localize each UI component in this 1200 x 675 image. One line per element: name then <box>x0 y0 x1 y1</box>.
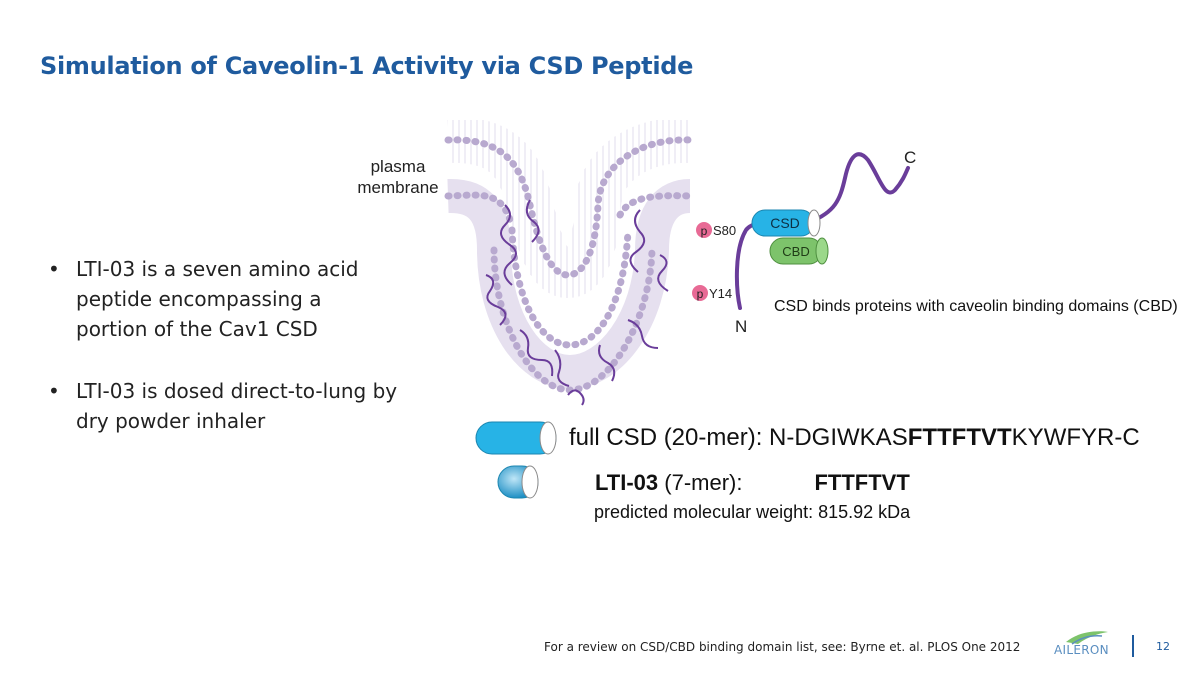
lti03-cylinder-icon <box>497 465 539 499</box>
phospho-label: p <box>701 224 708 238</box>
caveolin-diagram: CSD CBD p S80 p Y14 N C <box>444 120 916 406</box>
full-csd-suffix: KYWFYR-C <box>1011 424 1140 451</box>
full-csd-cylinder-icon <box>475 421 557 455</box>
aileron-logo-icon <box>1066 631 1108 645</box>
full-csd-bold-segment: FTTFTVT <box>907 424 1012 451</box>
n-terminus-label: N <box>735 317 747 336</box>
membrane-label-line1: plasma <box>370 157 426 176</box>
molecular-weight: predicted molecular weight: 815.92 kDa <box>594 502 911 522</box>
lti03-sequence: LTI-03 (7-mer): FTTFTVT <box>595 470 910 496</box>
full-csd-prefix: full CSD (20-mer): N-DGIWKAS <box>569 424 908 451</box>
full-csd-sequence: full CSD (20-mer): N-DGIWKASFTTFTVTKYWFY… <box>569 424 1140 452</box>
cbd-label: CBD <box>782 244 809 259</box>
caveolin-protein <box>692 152 910 310</box>
slide-title: Simulation of Caveolin-1 Activity via CS… <box>40 52 694 80</box>
lti03-mer: (7-mer): <box>658 470 743 495</box>
footer-reference: For a review on CSD/CBD binding domain l… <box>544 640 1021 654</box>
page-number: 12 <box>1156 640 1170 653</box>
bullet-text: LTI-03 is dosed direct-to-lung by dry po… <box>76 379 398 433</box>
s80-label: S80 <box>713 223 736 238</box>
lti03-name: LTI-03 <box>595 470 659 495</box>
footer-divider <box>1132 635 1134 657</box>
cbd-caption: CSD binds proteins with caveolin binding… <box>774 298 1178 315</box>
bullet-symbol: • <box>48 257 60 281</box>
sequence-panel <box>462 412 1127 537</box>
membrane-label-line2: membrane <box>357 178 439 197</box>
c-terminus-label: C <box>904 148 916 167</box>
bullet-list: • LTI-03 is a seven amino acid peptide e… <box>48 254 398 468</box>
logo-text: AILERON <box>1054 643 1109 657</box>
plasma-membrane <box>444 120 694 394</box>
phospho-label: p <box>697 287 704 301</box>
bullet-item: • LTI-03 is dosed direct-to-lung by dry … <box>48 376 398 436</box>
csd-label: CSD <box>770 215 800 231</box>
bullet-text: LTI-03 is a seven amino acid peptide enc… <box>76 257 359 341</box>
bullet-symbol: • <box>48 379 60 403</box>
y14-label: Y14 <box>709 286 732 301</box>
bullet-item: • LTI-03 is a seven amino acid peptide e… <box>48 254 398 344</box>
caveolin-coat <box>485 199 669 406</box>
lti03-seq: FTTFTVT <box>814 470 910 495</box>
membrane-label: plasma membrane <box>352 156 444 198</box>
